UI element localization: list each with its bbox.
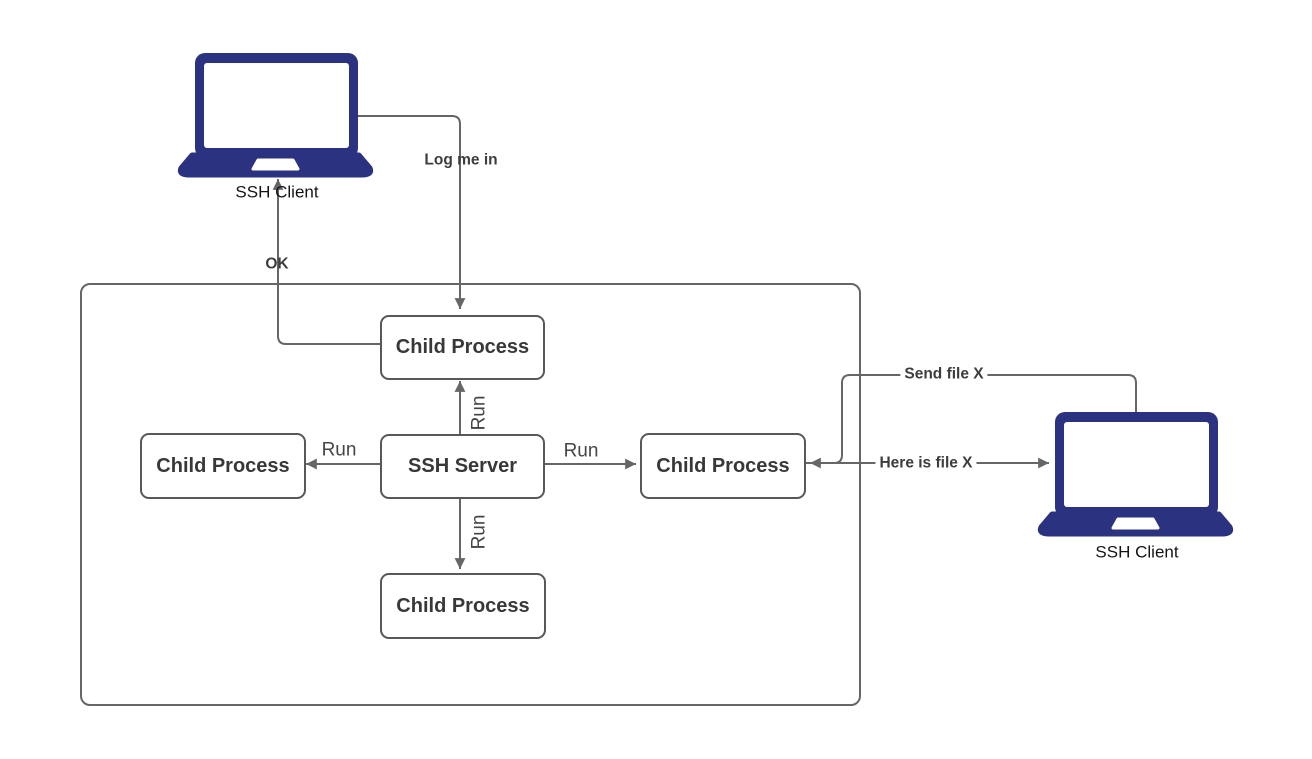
laptop-icon [180, 53, 370, 175]
server-boundary-box [80, 283, 861, 706]
edge-label-ok: OK [265, 255, 289, 273]
left-ssh-client-label: SSH Client [235, 182, 319, 202]
edge-label-send-file: Send file X [900, 365, 988, 383]
edge-label-run-up: Run [468, 395, 490, 431]
node-ssh-server: SSH Server [380, 434, 545, 499]
edge-label-here-is-file: Here is file X [875, 454, 977, 472]
laptop-icon [1040, 412, 1230, 534]
edge-label-run-left: Run [321, 439, 357, 461]
node-child-process-right: Child Process [640, 433, 806, 499]
right-ssh-client-label: SSH Client [1095, 542, 1179, 562]
node-child-process-bottom: Child Process [380, 573, 546, 639]
node-child-process-left: Child Process [140, 433, 306, 499]
edge-ok [272, 179, 380, 345]
edge-label-run-right: Run [563, 440, 599, 462]
edge-send-file [810, 374, 1137, 469]
edge-label-run-down: Run [468, 514, 490, 550]
edge-label-log-me-in: Log me in [424, 151, 498, 169]
node-child-process-top: Child Process [380, 315, 545, 380]
edge-log-me-in [358, 115, 466, 309]
